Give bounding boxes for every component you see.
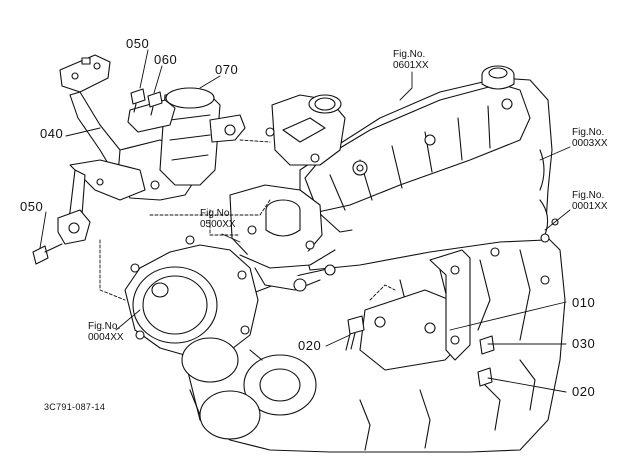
water-pump-housing <box>229 184 336 292</box>
water-outlet <box>265 94 346 166</box>
bolts <box>345 315 495 387</box>
drawing-code: 3C791-087-14 <box>44 402 106 412</box>
part-label-060: 060 <box>154 52 178 67</box>
part-label-070: 070 <box>215 62 239 77</box>
fig-ref-0001[interactable]: Fig.No. 0001XX <box>572 190 608 212</box>
fig-ref-code: 0601XX <box>393 60 429 71</box>
fig-ref-0003[interactable]: Fig.No. 0003XX <box>572 127 608 149</box>
part-label-020-right: 020 <box>572 384 596 399</box>
fig-ref-0004[interactable]: Fig.No. 0004XX <box>88 321 124 343</box>
fig-ref-code: 0004XX <box>88 332 124 343</box>
fig-ref-title: Fig.No. <box>572 127 605 138</box>
fig-ref-title: Fig.No. <box>88 321 121 332</box>
part-label-020-center: 020 <box>298 338 322 353</box>
part-label-050-left: 050 <box>20 199 44 214</box>
bracket-010 <box>359 249 471 371</box>
part-label-040: 040 <box>40 126 64 141</box>
fig-ref-code: 0003XX <box>572 138 608 149</box>
part-label-030: 030 <box>572 336 596 351</box>
part-label-010: 010 <box>572 295 596 310</box>
fig-ref-0601[interactable]: Fig.No. 0601XX <box>393 49 429 71</box>
fig-ref-code: 0500XX <box>200 219 236 230</box>
fig-ref-0500[interactable]: Fig.No. 0500XX <box>200 208 236 230</box>
fig-ref-title: Fig.No. <box>393 49 426 60</box>
gear-case <box>124 235 317 440</box>
leader-lines <box>39 49 571 393</box>
fig-ref-title: Fig.No. <box>572 190 605 201</box>
fig-ref-code: 0001XX <box>572 201 608 212</box>
bracket-assembly-040 <box>32 54 246 265</box>
part-label-050-top: 050 <box>126 36 150 51</box>
fig-ref-title: Fig.No. <box>200 208 233 219</box>
